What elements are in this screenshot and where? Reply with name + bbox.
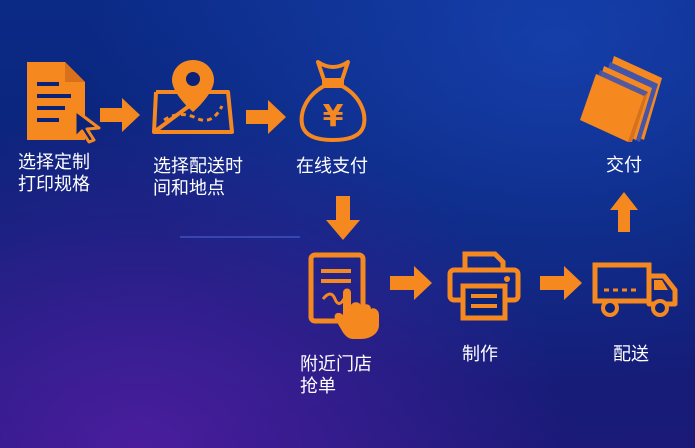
hand-tap-document-icon — [308, 252, 379, 339]
arrow-down-icon — [326, 196, 360, 240]
arrow-right-icon — [100, 98, 140, 132]
background-glow-line — [180, 236, 300, 238]
stacked-paper-icon — [580, 56, 662, 142]
step-label-select-spec: 选择定制 打印规格 — [18, 152, 90, 195]
step-label-handover: 交付 — [606, 155, 642, 176]
arrow-right-icon — [246, 100, 286, 134]
printer-icon — [447, 251, 521, 321]
delivery-truck-icon — [592, 262, 678, 317]
yuan-symbol: ¥ — [323, 99, 344, 134]
step-label-delivery: 配送 — [613, 344, 649, 365]
step-label-pay-online: 在线支付 — [296, 156, 368, 177]
document-cursor-icon — [27, 62, 101, 144]
arrow-up-icon — [610, 192, 638, 232]
arrow-right-icon — [390, 266, 432, 300]
step-label-store-grab-order: 附近门店 抢单 — [300, 354, 372, 397]
step-label-production: 制作 — [462, 344, 498, 365]
map-pin-icon — [152, 60, 234, 134]
arrow-right-icon — [540, 266, 582, 300]
step-label-select-time-place: 选择配送时 间和地点 — [153, 156, 243, 199]
money-bag-icon: ¥ — [299, 60, 367, 143]
